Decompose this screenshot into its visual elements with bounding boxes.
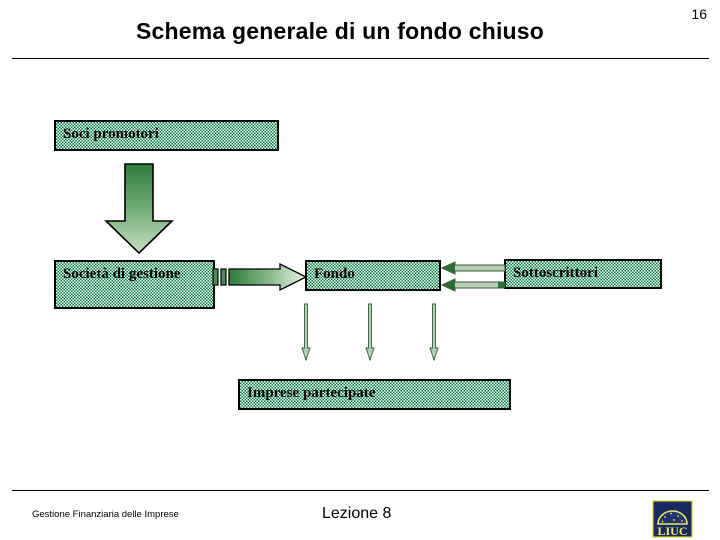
arrow-down-icon bbox=[301, 303, 311, 361]
diagram-box-label: Soci promotori bbox=[63, 126, 159, 142]
liuc-logo-icon: LIUC bbox=[652, 500, 693, 538]
diagram-box-fondo: Fondo bbox=[305, 260, 441, 291]
diagram-box-imprese-partecipate: Imprese partecipate bbox=[238, 379, 511, 410]
page-title: Schema generale di un fondo chiuso bbox=[135, 18, 545, 44]
diagram-box-soci-promotori: Soci promotori bbox=[54, 120, 279, 151]
footer-lesson-label: Lezione 8 bbox=[322, 505, 392, 522]
header-divider bbox=[12, 58, 709, 59]
liuc-logo-text: LIUC bbox=[657, 524, 687, 538]
diagram-box-label: Fondo bbox=[314, 266, 355, 282]
arrow-down-icon bbox=[365, 303, 375, 361]
diagram-box-label: Imprese partecipate bbox=[247, 385, 376, 401]
arrow-down-icon bbox=[429, 303, 439, 361]
arrow-right-icon bbox=[212, 263, 308, 291]
arrow-left-icon bbox=[441, 278, 506, 292]
diagram-box-label: Sottoscrittori bbox=[513, 265, 598, 281]
footer-course-name: Gestione Finanziaria delle Imprese bbox=[32, 509, 179, 520]
footer-divider bbox=[12, 490, 709, 491]
arrow-left-icon bbox=[441, 261, 506, 275]
arrow-down-icon bbox=[104, 163, 174, 255]
page-number: 16 bbox=[691, 6, 707, 22]
diagram-box-label: Società di gestione bbox=[63, 266, 181, 282]
diagram-box-societa-di-gestione: Società di gestione bbox=[54, 260, 215, 309]
diagram-box-sottoscrittori: Sottoscrittori bbox=[504, 259, 662, 289]
